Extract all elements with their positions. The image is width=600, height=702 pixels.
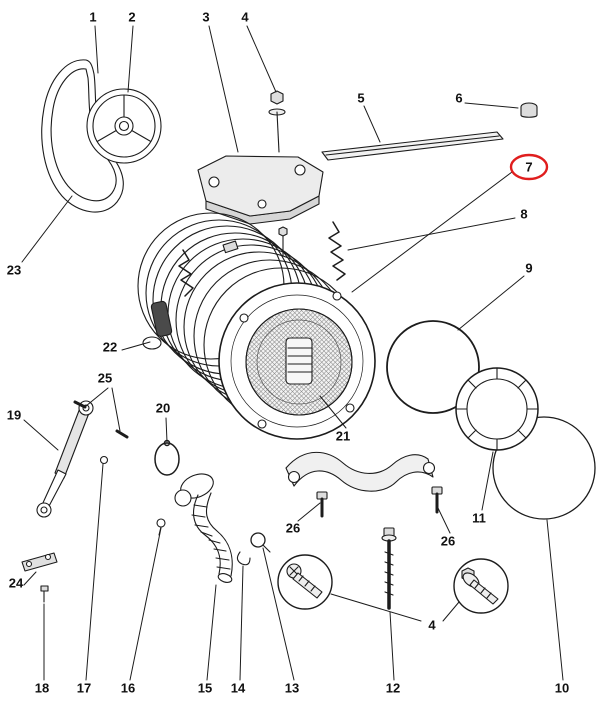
part-label-20: 20 — [155, 400, 171, 416]
tub-gasket-ring — [386, 320, 480, 414]
part-label-16: 16 — [120, 680, 136, 696]
part-label-2: 2 — [128, 9, 136, 25]
drain-hose-assembly — [156, 473, 271, 583]
part-label-1: 1 — [89, 9, 97, 25]
part-label-13: 13 — [284, 680, 300, 696]
door-seal-outer-ring — [492, 416, 596, 520]
part-label-21: 21 — [335, 428, 351, 444]
part-label-23: 23 — [6, 262, 22, 278]
part-label-5: 5 — [357, 90, 365, 106]
part-label-12: 12 — [385, 680, 401, 696]
part-label-7-highlighted: 7 — [525, 159, 533, 175]
drum-front-face — [218, 226, 376, 440]
lower-bracket — [21, 552, 58, 603]
part-label-11: 11 — [472, 510, 486, 526]
door-bellow-seal — [455, 367, 539, 451]
cap — [520, 102, 538, 118]
part-label-26-right: 26 — [440, 533, 456, 549]
part-label-4-top: 4 — [241, 9, 249, 25]
part-label-6: 6 — [455, 90, 463, 106]
suspension-springs — [178, 221, 346, 297]
part-label-26-left: 26 — [285, 520, 301, 536]
bracket-screws — [316, 486, 443, 518]
highlight-circle-part-7 — [509, 153, 549, 181]
leader-lines — [21, 25, 564, 681]
belt-and-pulley — [41, 59, 162, 213]
part-label-9: 9 — [525, 260, 533, 276]
part-label-8: 8 — [520, 206, 528, 222]
part-label-22: 22 — [102, 339, 118, 355]
part-label-24: 24 — [8, 575, 24, 591]
mounting-rail — [321, 131, 504, 161]
part-label-17: 17 — [76, 680, 92, 696]
part-label-19: 19 — [6, 407, 22, 423]
part-label-18: 18 — [34, 680, 50, 696]
counterweight-plate — [197, 155, 324, 225]
part-label-15: 15 — [197, 680, 213, 696]
part-label-10: 10 — [554, 680, 570, 696]
long-screw — [381, 527, 397, 610]
support-bracket — [285, 451, 436, 492]
pressure-chamber-elbow — [142, 300, 173, 350]
damper-strut — [36, 400, 129, 518]
detail-circle-screw-right — [453, 558, 509, 614]
part-label-4-bottom: 4 — [428, 617, 436, 633]
top-bolt — [268, 90, 286, 153]
part-label-14: 14 — [230, 680, 246, 696]
detail-circle-screw-left — [277, 554, 333, 610]
part-label-3: 3 — [202, 9, 210, 25]
part-label-25: 25 — [97, 370, 113, 386]
hose-clamp-ring — [154, 439, 180, 476]
